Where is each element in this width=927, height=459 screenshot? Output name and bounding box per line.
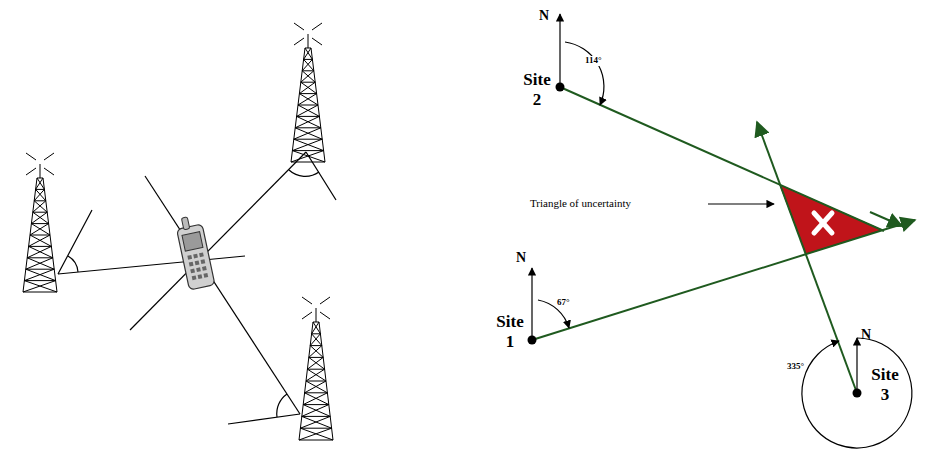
tower-group [23, 23, 333, 440]
north-label: N [539, 8, 549, 23]
site-label: Site 2 [520, 70, 554, 109]
phone-screen [182, 232, 203, 251]
mobile-phone [175, 214, 215, 290]
bearing-arc [565, 42, 604, 105]
north-arrow [856, 338, 857, 393]
angle-arc [289, 170, 319, 176]
phone-antenna [181, 217, 189, 230]
bearing-line [145, 176, 300, 414]
leader-arrow [708, 203, 774, 204]
bearing-angle: 67° [556, 298, 571, 308]
bearing-line [532, 220, 915, 340]
annotation-label: Triangle of uncertainty [530, 197, 631, 209]
angle-arc [277, 394, 287, 417]
north-label: N [861, 327, 871, 342]
north-arrow [559, 14, 560, 87]
angle-arc [68, 256, 78, 272]
bearing-arc [802, 338, 912, 448]
north-arrow [531, 268, 532, 340]
bearing-line [560, 87, 884, 231]
phone-body [177, 224, 215, 290]
reference-line [228, 414, 300, 424]
phone-key [203, 273, 208, 278]
site-label: Site 3 [868, 365, 902, 404]
bearing-angle: 114° [584, 56, 603, 66]
phone-key [187, 255, 192, 260]
bearing-line [870, 212, 902, 226]
cell-tower [299, 297, 333, 440]
estimated-position-mark [814, 213, 832, 233]
reference-line [58, 210, 92, 274]
site-dots [528, 83, 862, 398]
cell-tower [23, 153, 57, 292]
phone-key [202, 266, 207, 271]
triangle-of-uncertainty [780, 185, 882, 254]
phone-key [190, 269, 195, 274]
north-arrows [532, 14, 912, 448]
bearing-line [130, 152, 306, 330]
site-label: Site 1 [493, 312, 527, 351]
phone-key [196, 267, 201, 272]
bearing-lines-green [532, 87, 915, 393]
phone-key [195, 261, 200, 266]
bearing-lines [58, 152, 336, 424]
bearing-line [58, 256, 245, 274]
site-dot [853, 389, 862, 398]
cell-tower [291, 23, 325, 162]
phone-key [198, 274, 203, 279]
bearing-angle: 335° [786, 362, 805, 372]
north-label: N [516, 250, 526, 265]
phone-keys [187, 252, 208, 280]
phone-key [189, 262, 194, 267]
site-dot [556, 83, 565, 92]
phone-key [199, 252, 204, 257]
phone-key [193, 254, 198, 259]
phone-key [201, 259, 206, 264]
bearing-line [757, 122, 857, 393]
phone-key [192, 275, 197, 280]
site-dot [528, 336, 537, 345]
